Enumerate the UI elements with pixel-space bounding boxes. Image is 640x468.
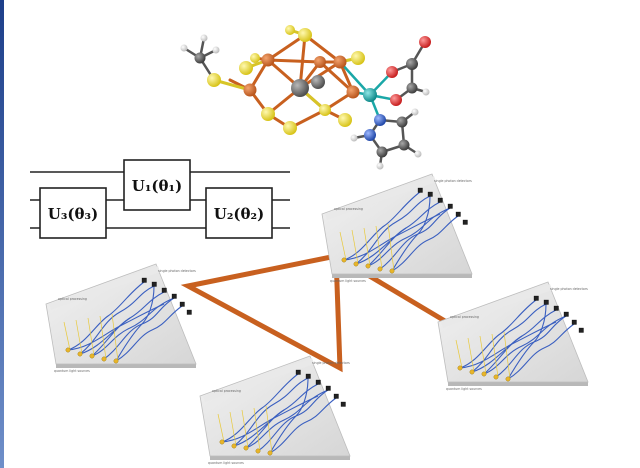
- chip-right-source-label: quantum light sources: [446, 387, 482, 391]
- photonic-chip-bottom: single photon detectors optical processi…: [199, 355, 351, 465]
- photonic-chip-right: single photon detectors optical processi…: [437, 281, 589, 391]
- chip-top-source-label: quantum light sources: [330, 279, 366, 283]
- chip-top-processing-label: optical processing: [334, 207, 363, 211]
- chip-left-processing-label: optical processing: [58, 297, 87, 301]
- photonic-chip-left: single photon detectors optical processi…: [45, 263, 197, 373]
- carbon-atoms: [194, 52, 418, 158]
- triangle-link: [180, 252, 343, 373]
- molecule-illustration: [180, 25, 431, 170]
- gate-u2: U₂(θ₂): [205, 187, 273, 239]
- gate-u2-label: U₂(θ₂): [214, 205, 264, 223]
- chip-left-detector-label: single photon detectors: [158, 269, 196, 273]
- gate-u1: U₁(θ₁): [123, 159, 191, 211]
- iron-sulfur-bonds: [228, 33, 355, 130]
- photonic-chip-top: single photon detectors optical processi…: [321, 173, 473, 283]
- oxygen-atoms: [386, 36, 431, 106]
- chip-bottom-processing-label: optical processing: [212, 389, 241, 393]
- cobalt-atom: [363, 88, 377, 102]
- gate-u3: U₃(θ₃): [39, 187, 107, 239]
- gate-u3-label: U₃(θ₃): [48, 205, 98, 223]
- metal-center-atom: [291, 79, 309, 97]
- chip-bottom-detector-label: single photon detectors: [312, 361, 350, 365]
- metal-center-atom-2: [311, 75, 325, 89]
- chip-left-source-label: quantum light sources: [54, 369, 90, 373]
- chip-right-detector-label: single photon detectors: [550, 287, 588, 291]
- quantum-circuit: U₁(θ₁) U₃(θ₃) U₂(θ₂): [30, 159, 290, 239]
- nitrogen-atoms: [364, 114, 386, 141]
- chip-top-detector-label: single photon detectors: [434, 179, 472, 183]
- left-edge-bar: [0, 0, 4, 468]
- chip-bottom-source-label: quantum light sources: [208, 461, 244, 465]
- hydrogen-atoms: [180, 34, 430, 170]
- iron-atoms: [243, 53, 360, 99]
- chip-right-processing-label: optical processing: [450, 315, 479, 319]
- ligand-bonds: [182, 36, 428, 168]
- sulfur-atoms: [207, 25, 365, 135]
- gate-u1-label: U₁(θ₁): [132, 177, 182, 195]
